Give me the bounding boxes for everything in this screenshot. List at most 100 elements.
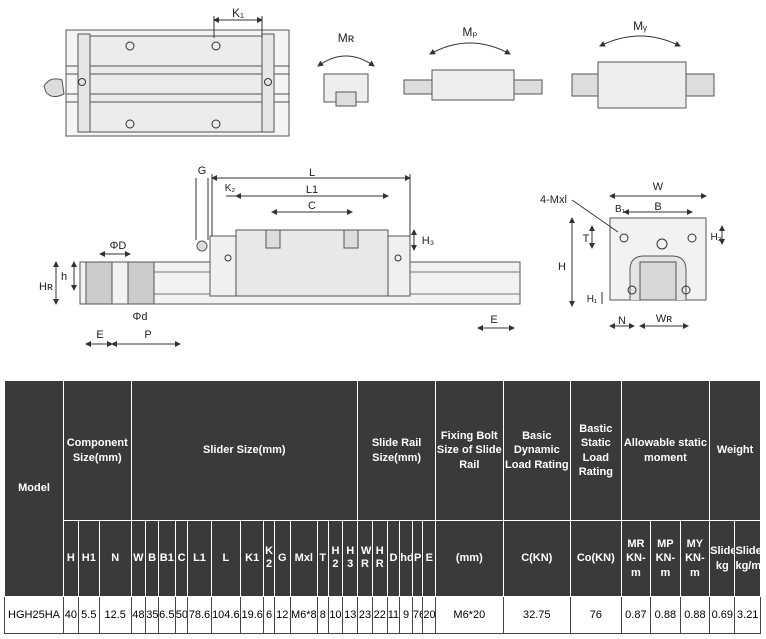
cell-wr: 23: [357, 596, 373, 634]
col-c: C: [174, 520, 189, 597]
dynamic-load-header: Basic Dynamic Load Rating: [502, 380, 572, 521]
n-label: N: [618, 315, 626, 327]
phi-d-small-label: Φd: [133, 311, 148, 323]
col-h3: H3: [342, 520, 359, 597]
k2-label: K₂: [225, 183, 236, 194]
col-w: W: [130, 520, 147, 597]
side-view-drawing: L L1 C G K₂ H₃ ΦD Φd h Hʀ E P E: [39, 165, 521, 347]
front-view-drawing: W B B₁ 4-Mxl T H H₂ H₁ N Wʀ: [540, 181, 725, 329]
p-label: P: [144, 329, 151, 341]
wr-label: Wʀ: [656, 313, 672, 325]
weight-header: Weight: [709, 380, 761, 521]
e-left-label: E: [96, 329, 103, 341]
col-hr: HR: [371, 520, 388, 597]
cell-mp: 0.88: [650, 596, 681, 634]
col-k2: K2: [263, 520, 275, 597]
t-label: T: [583, 233, 590, 245]
h-label: h: [61, 271, 67, 283]
rail-size-header: Slide Rail Size(mm): [357, 380, 437, 521]
col-my: MY KN-m: [679, 520, 711, 597]
col-bolt-unit: (mm): [435, 520, 504, 597]
mr-label: Mʀ: [338, 31, 355, 45]
w-label: W: [653, 181, 664, 193]
h2-label: H₂: [710, 232, 721, 243]
col-h: H: [63, 520, 79, 597]
technical-drawings: K₁ Mʀ Mₚ Mᵧ L: [39, 6, 725, 347]
col-t: T: [317, 520, 329, 597]
col-wr: WR: [357, 520, 373, 597]
h-front-label: H: [558, 261, 566, 273]
b-label: B: [654, 201, 661, 213]
cell-k2: 6: [263, 596, 275, 634]
cell-h1: 5.5: [77, 596, 100, 634]
cell-my: 0.88: [679, 596, 711, 634]
cell-w: 48: [130, 596, 147, 634]
col-l1: L1: [187, 520, 212, 597]
mxl-label: 4-Mxl: [540, 194, 567, 206]
component-size-header: Component Size(mm): [63, 380, 132, 521]
spec-table: Model Component Size(mm) Slider Size(mm)…: [3, 380, 761, 634]
cell-k1: 19.6: [240, 596, 265, 634]
cell-b: 35: [145, 596, 159, 634]
cell-l1: 78.6: [187, 596, 212, 634]
l-label: L: [309, 167, 315, 179]
col-n: N: [98, 520, 132, 597]
col-co-kn: Co(KN): [570, 520, 622, 597]
col-hd: hd: [399, 520, 413, 597]
col-h2: H2: [327, 520, 344, 597]
slider-size-header: Slider Size(mm): [130, 380, 359, 521]
cell-hr: 22: [371, 596, 388, 634]
col-b1: B1: [157, 520, 176, 597]
col-d: D: [386, 520, 401, 597]
cell-c-kn: 32.75: [502, 596, 572, 634]
static-load-header: Bastic Static Load Rating: [570, 380, 622, 521]
col-slider-kg: Slider kg: [709, 520, 736, 597]
col-k1: K1: [240, 520, 265, 597]
hr-label: Hʀ: [39, 281, 53, 293]
cell-hd: 9: [399, 596, 413, 634]
g-label: G: [198, 165, 207, 177]
cell-mxl: M6*8: [289, 596, 319, 634]
moment-my-drawing: Mᵧ: [571, 19, 715, 109]
cell-g: 12: [273, 596, 291, 634]
cell-bolt: M6*20: [435, 596, 504, 634]
b1-label: B₁: [615, 204, 626, 215]
cell-c: 50: [174, 596, 189, 634]
cell-co-kn: 76: [570, 596, 622, 634]
l1-label: L1: [306, 184, 318, 196]
col-p: P: [411, 520, 424, 597]
col-h1: H1: [77, 520, 100, 597]
cell-n: 12.5: [98, 596, 132, 634]
cell-model: HGH25HA: [3, 596, 65, 634]
my-label: Mᵧ: [633, 19, 647, 33]
cell-l: 104.6: [210, 596, 242, 634]
k1-label: K₁: [232, 6, 244, 20]
h3-label: H₃: [422, 235, 434, 247]
col-slide-kgm: Slide kg/m: [734, 520, 761, 597]
moment-mp-drawing: Mₚ: [403, 25, 543, 101]
fixing-bolt-header: Fixing Bolt Size of Slide Rail: [435, 380, 504, 521]
mp-label: Mₚ: [462, 25, 477, 39]
phi-d-big-label: ΦD: [110, 240, 127, 252]
col-l: L: [210, 520, 242, 597]
moment-header: Allowable static moment: [620, 380, 711, 521]
col-mxl: Mxl: [289, 520, 319, 597]
e-right-label: E: [490, 314, 497, 326]
col-b: B: [145, 520, 159, 597]
top-view-drawing: K₁: [43, 6, 290, 137]
cell-slide-kgm: 3.21: [734, 596, 761, 634]
c-label: C: [308, 200, 316, 212]
cell-h: 40: [63, 596, 79, 634]
col-mp: MP KN-m: [650, 520, 681, 597]
cell-t: 8: [317, 596, 329, 634]
h1-label: H₁: [587, 294, 598, 305]
cell-b1: 6.5: [157, 596, 176, 634]
moment-mr-drawing: Mʀ: [317, 31, 375, 107]
table-row: HGH25HA 40 5.5 12.5 48 35 6.5 50 78.6 10…: [3, 596, 761, 634]
cell-mr: 0.87: [620, 596, 652, 634]
col-g: G: [273, 520, 291, 597]
col-mr: MR KN-m: [620, 520, 652, 597]
col-e: E: [422, 520, 437, 597]
model-header: Model: [3, 380, 65, 597]
cell-h2: 10: [327, 596, 344, 634]
